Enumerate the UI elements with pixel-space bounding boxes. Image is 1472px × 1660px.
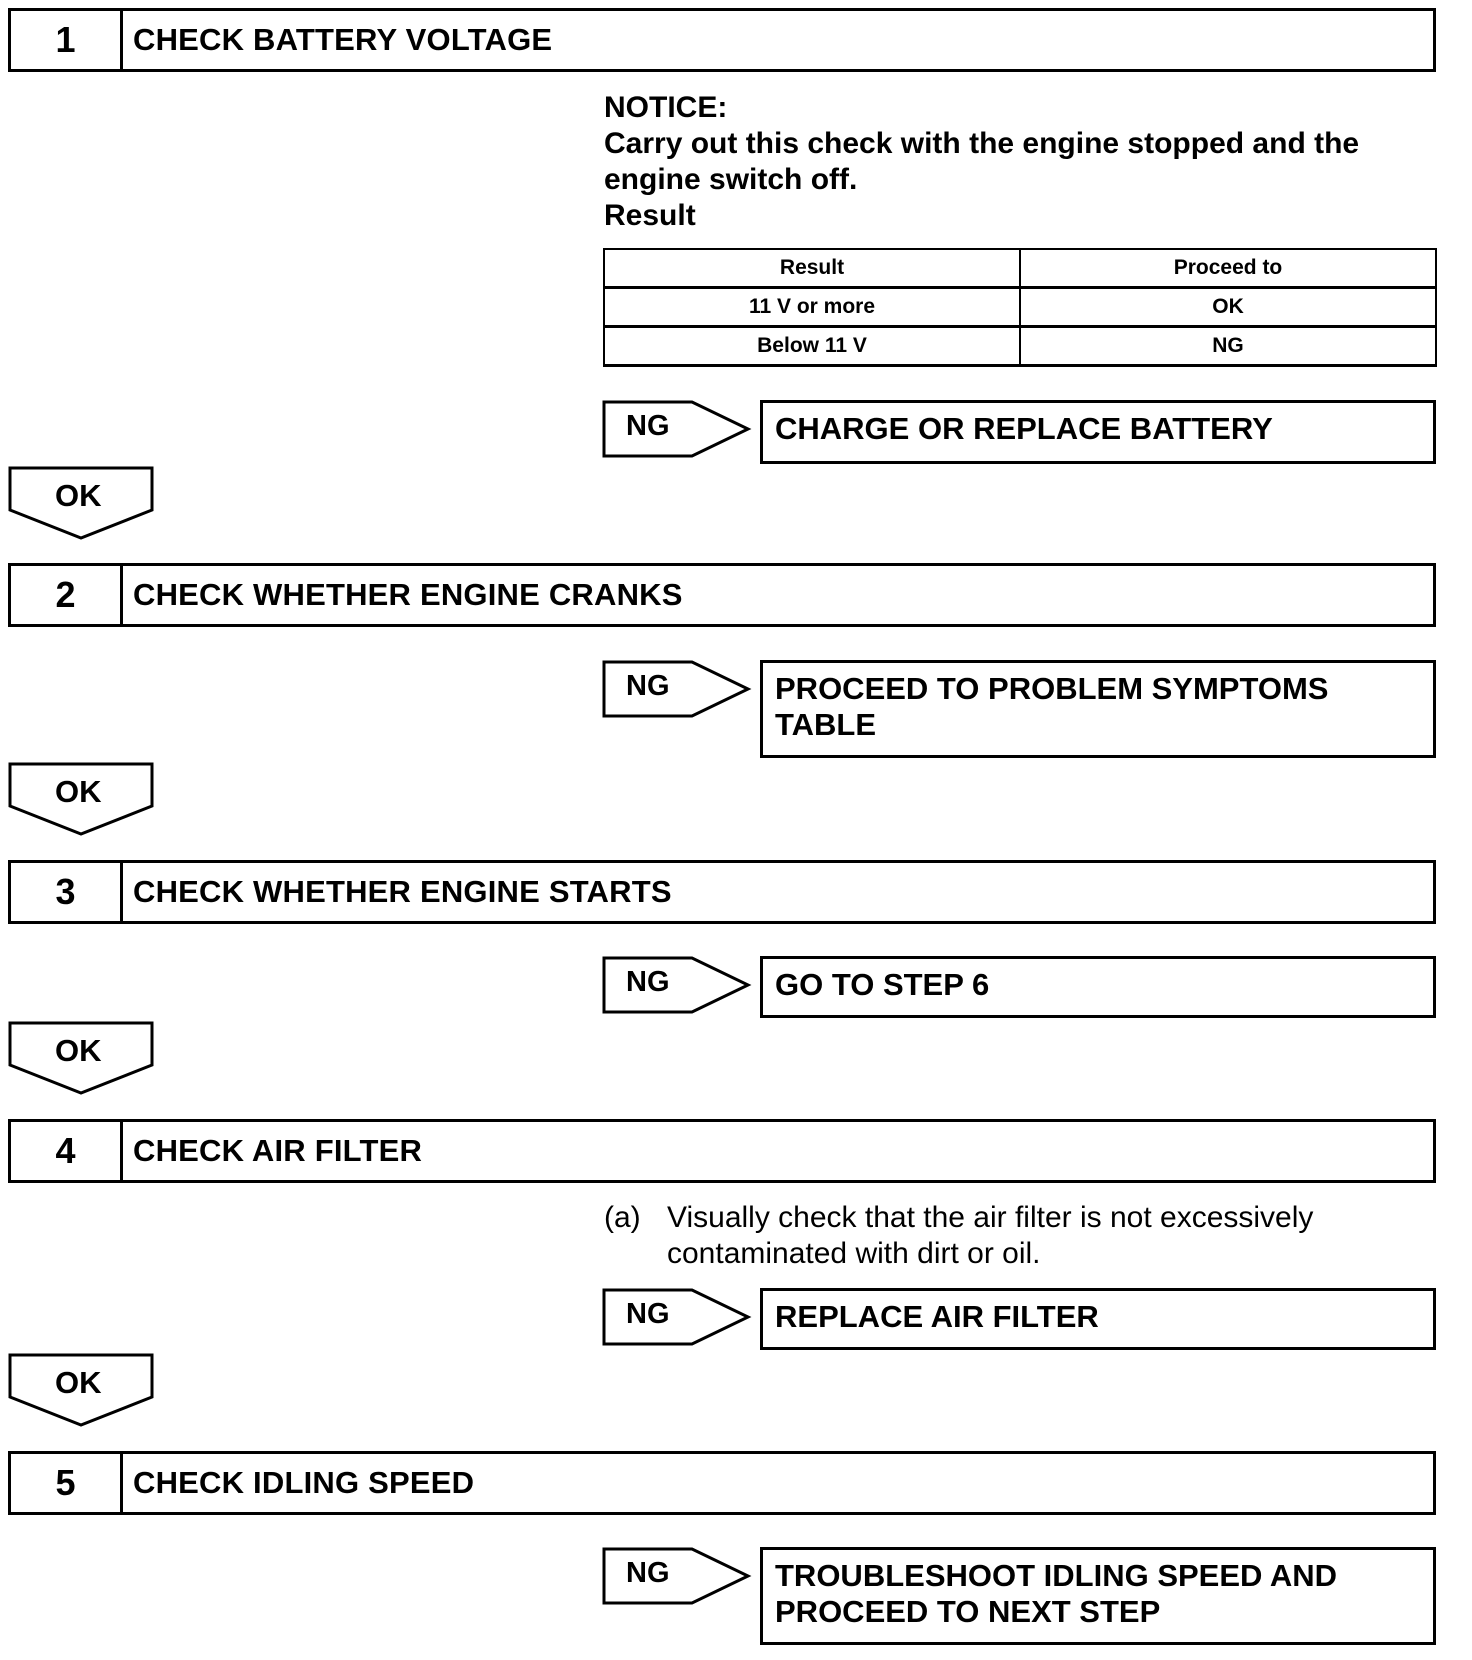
ng-label: NG (626, 1298, 670, 1330)
ng-arrow-4: NG (602, 1288, 752, 1346)
ok-arrow-shape (8, 1021, 154, 1095)
step-number: 1 (11, 11, 123, 69)
table-row: Below 11 V NG (603, 325, 1437, 367)
table-cell: NG (1019, 325, 1437, 367)
ng-arrow-5: NG (602, 1547, 752, 1605)
ng-arrow-shape (602, 956, 752, 1014)
ok-arrow-shape (8, 762, 154, 836)
ok-arrow-4: OK (8, 1353, 154, 1427)
ok-label: OK (55, 774, 102, 809)
result-label: Result (604, 199, 696, 232)
notice-block: NOTICE: Carry out this check with the en… (604, 90, 1434, 234)
table-header-cell: Result (603, 248, 1021, 289)
step-title: CHECK IDLING SPEED (133, 1465, 475, 1500)
action-box-4: REPLACE AIR FILTER (760, 1288, 1436, 1350)
step-number: 5 (11, 1454, 123, 1512)
ok-label: OK (55, 478, 102, 513)
ok-arrow-shape (8, 466, 154, 540)
ng-label: NG (626, 1557, 670, 1589)
ok-label: OK (55, 1033, 102, 1068)
step-title: CHECK WHETHER ENGINE CRANKS (133, 577, 683, 612)
step-title: CHECK AIR FILTER (133, 1133, 423, 1168)
step-5-header: 5 CHECK IDLING SPEED (8, 1451, 1436, 1515)
sub-item-label: (a) (604, 1201, 641, 1234)
notice-heading: NOTICE: (604, 91, 728, 124)
result-table: Result Proceed to 11 V or more OK Below … (603, 248, 1437, 367)
step-3-header: 3 CHECK WHETHER ENGINE STARTS (8, 860, 1436, 924)
step-4-header: 4 CHECK AIR FILTER (8, 1119, 1436, 1183)
sub-item-text: Visually check that the air filter is no… (667, 1201, 1314, 1270)
ng-label: NG (626, 966, 670, 998)
step-title: CHECK WHETHER ENGINE STARTS (133, 874, 672, 909)
ok-arrow-2: OK (8, 762, 154, 836)
notice-text: Carry out this check with the engine sto… (604, 127, 1360, 196)
table-row: 11 V or more OK (603, 286, 1437, 328)
table-header-cell: Proceed to (1019, 248, 1437, 289)
ng-arrow-shape (602, 1547, 752, 1605)
ng-arrow-2: NG (602, 660, 752, 718)
ok-label: OK (55, 1365, 102, 1400)
ng-arrow-shape (602, 1288, 752, 1346)
step-number: 4 (11, 1122, 123, 1180)
ok-arrow-3: OK (8, 1021, 154, 1095)
table-header-row: Result Proceed to (603, 248, 1437, 289)
step-2-header: 2 CHECK WHETHER ENGINE CRANKS (8, 563, 1436, 627)
table-cell: OK (1019, 286, 1437, 328)
table-cell: Below 11 V (603, 325, 1021, 367)
action-box-3: GO TO STEP 6 (760, 956, 1436, 1018)
table-cell: 11 V or more (603, 286, 1021, 328)
ng-arrow-3: NG (602, 956, 752, 1014)
action-box-1: CHARGE OR REPLACE BATTERY (760, 400, 1436, 464)
action-box-5: TROUBLESHOOT IDLING SPEED AND PROCEED TO… (760, 1547, 1436, 1645)
ng-arrow-shape (602, 400, 752, 458)
step-number: 3 (11, 863, 123, 921)
ng-label: NG (626, 410, 670, 442)
step-1-header: 1 CHECK BATTERY VOLTAGE (8, 8, 1436, 72)
action-box-2: PROCEED TO PROBLEM SYMPTOMS TABLE (760, 660, 1436, 758)
ok-arrow-1: OK (8, 466, 154, 540)
ok-arrow-shape (8, 1353, 154, 1427)
step-number: 2 (11, 566, 123, 624)
ng-label: NG (626, 670, 670, 702)
step-title: CHECK BATTERY VOLTAGE (133, 22, 553, 57)
ng-arrow-1: NG (602, 400, 752, 458)
ng-arrow-shape (602, 660, 752, 718)
